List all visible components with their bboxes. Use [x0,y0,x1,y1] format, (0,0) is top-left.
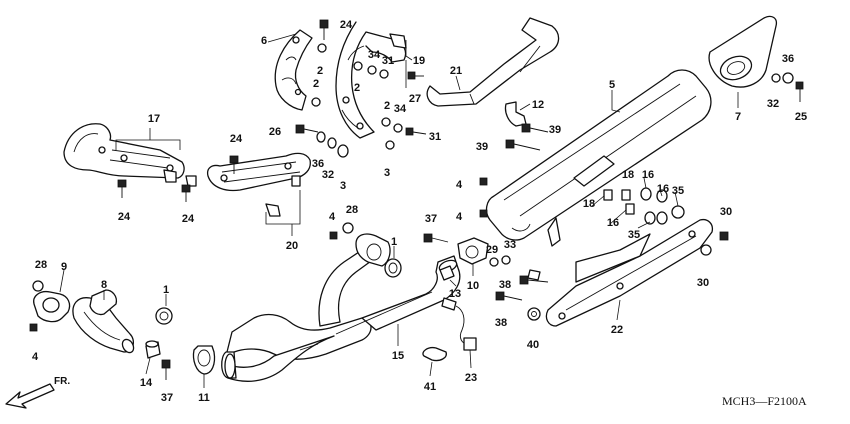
callout-37: 37 [425,213,437,225]
callout-35: 35 [628,229,640,241]
bracket-20 [206,152,311,217]
callout-38: 38 [495,317,507,329]
fasteners [29,19,804,380]
callout-23: 23 [465,372,477,384]
callout-29: 29 [486,244,498,256]
callout-16: 16 [642,169,654,181]
callout-24: 24 [340,19,353,31]
callout-4: 4 [32,351,39,363]
exhaust-pipe-15 [221,245,461,382]
callout-2: 2 [317,65,323,77]
gasket-1 [155,258,402,325]
heat-shield-6 [274,29,313,111]
callout-30: 30 [720,206,732,218]
heat-shield-17 [63,123,197,187]
callout-6: 6 [261,35,267,47]
callout-26: 26 [269,126,281,138]
direction-label: FR. [54,376,70,387]
sensor-23 [441,297,477,351]
callout-22: 22 [611,324,623,336]
joint-10 [457,237,489,265]
callout-14: 14 [140,377,153,389]
callout-10: 10 [467,280,479,292]
callout-9: 9 [61,261,67,273]
callout-16: 16 [607,217,619,229]
joint-flange [355,233,391,267]
callout-7: 7 [735,111,741,123]
callout-18: 18 [583,198,595,210]
exhaust-pipe-8 [72,289,135,354]
callout-39: 39 [549,124,561,136]
callout-13: 13 [449,288,461,300]
callout-1: 1 [163,284,169,296]
callout-11: 11 [198,392,210,404]
callout-1: 1 [391,236,397,248]
bracket-21 [426,17,560,107]
callout-24: 24 [230,133,243,145]
callout-12: 12 [532,99,544,111]
callout-31: 31 [382,55,394,67]
callout-39: 39 [476,141,488,153]
callout-36: 36 [782,53,794,65]
callout-2: 2 [313,78,319,90]
callout-34: 34 [394,103,407,115]
callout-24: 24 [118,211,131,223]
callout-38: 38 [499,279,511,291]
callout-40: 40 [527,339,539,351]
callout-20: 20 [286,240,298,252]
callout-37: 37 [161,392,173,404]
callout-2: 2 [384,100,390,112]
clamp-11 [192,345,216,375]
front-direction-arrow [5,383,55,409]
cover-19 [335,21,407,139]
callout-16: 16 [657,183,669,195]
callout-5: 5 [609,79,615,91]
callout-15: 15 [392,350,404,362]
diagram-code: MCH3—F2100A [722,394,807,408]
callout-25: 25 [795,111,807,123]
callout-32: 32 [767,98,779,110]
callout-2: 2 [354,82,360,94]
callout-4: 4 [329,211,336,223]
callout-3: 3 [340,180,346,192]
callout-32: 32 [322,169,334,181]
callout-35: 35 [672,185,684,197]
callout-30: 30 [697,277,709,289]
callout-34: 34 [368,49,381,61]
flange-9 [33,290,71,323]
callout-21: 21 [450,65,462,77]
stay-bracket-22 [545,218,714,327]
callout-4: 4 [456,211,463,223]
callout-28: 28 [35,259,47,271]
callout-41: 41 [424,381,436,393]
callout-27: 27 [409,93,421,105]
callout-8: 8 [101,279,107,291]
callout-31: 31 [429,131,441,143]
callout-18: 18 [622,169,634,181]
collar-14 [145,340,161,359]
muffler-5 [485,69,712,281]
end-cap-7 [708,15,778,88]
callout-17: 17 [148,113,160,125]
clip-41 [422,346,447,362]
bracket-12 [504,101,527,127]
callout-4: 4 [456,179,463,191]
leader-lines [59,33,739,388]
callout-28: 28 [346,204,358,216]
callout-19: 19 [413,55,425,67]
callout-33: 33 [504,239,516,251]
callout-36: 36 [312,158,324,170]
callout-24: 24 [182,213,195,225]
callout-3: 3 [384,167,390,179]
